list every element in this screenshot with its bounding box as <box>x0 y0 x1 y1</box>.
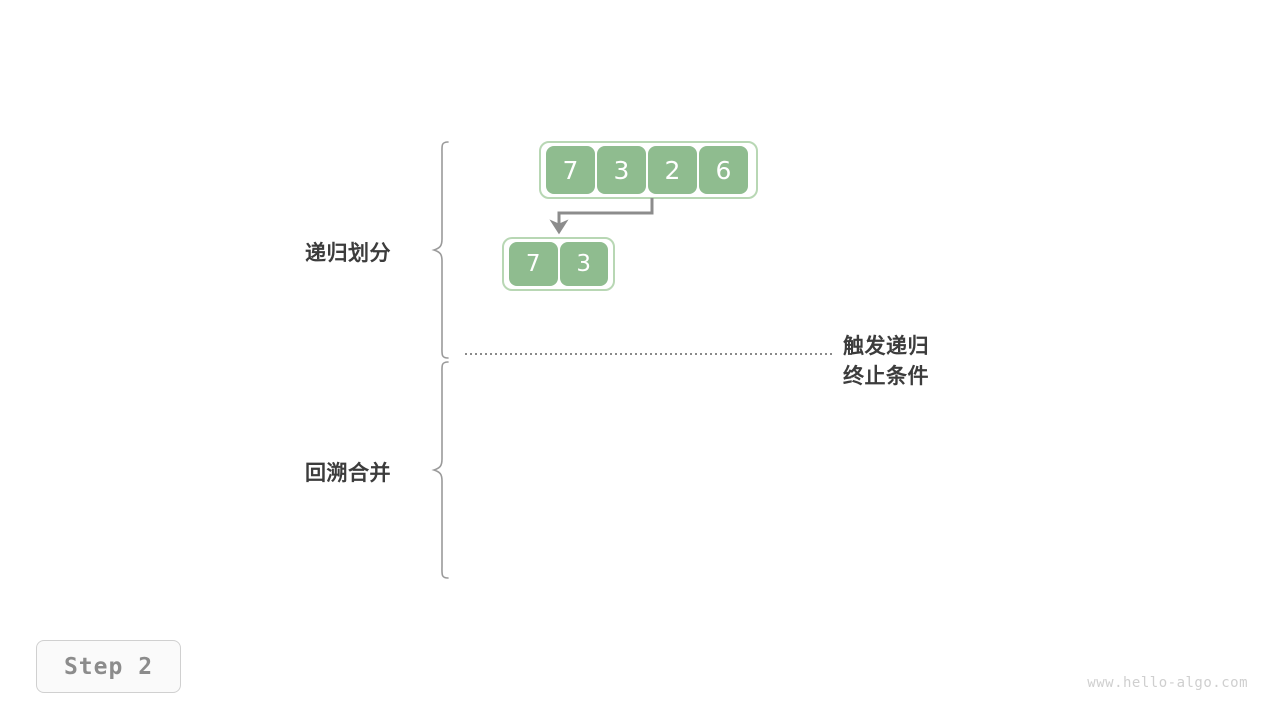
terminate-condition-note: 触发递归 终止条件 <box>843 331 929 391</box>
array-cell: 6 <box>699 146 748 194</box>
brace-divide <box>431 141 449 359</box>
array-cell: 7 <box>546 146 595 194</box>
phase-label-merge: 回溯合并 <box>305 461 391 485</box>
array-cell: 3 <box>559 242 608 286</box>
terminate-note-line-2: 终止条件 <box>843 364 929 388</box>
array-cell: 2 <box>648 146 697 194</box>
watermark: www.hello-algo.com <box>1087 675 1248 691</box>
step-badge: Step 2 <box>36 640 181 693</box>
phase-label-divide: 递归划分 <box>305 241 391 265</box>
brace-merge <box>431 361 449 579</box>
array-group-level-0: 7 3 2 6 <box>539 141 758 199</box>
array-cell: 7 <box>509 242 558 286</box>
terminate-note-line-1: 触发递归 <box>843 334 929 358</box>
array-group-level-1: 7 3 <box>502 237 615 291</box>
recursion-boundary-line <box>465 353 835 355</box>
array-cell: 3 <box>597 146 646 194</box>
